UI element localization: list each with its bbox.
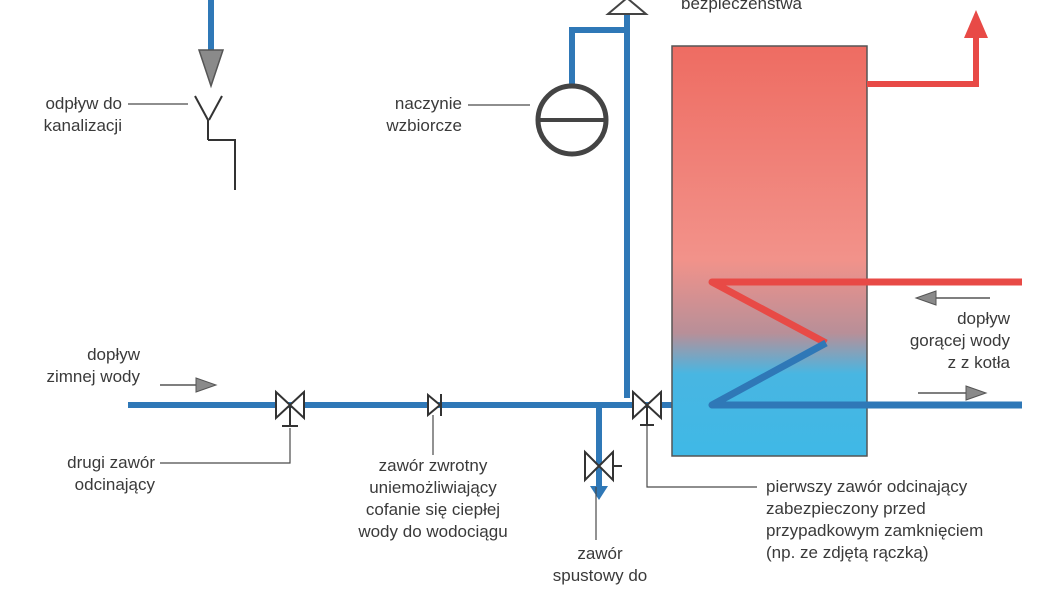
first-shutoff-label: pierwszy zawór odcinający zabezpieczony … [766,477,984,562]
safety-valve-icon [605,0,649,15]
arrow-left-icon [914,290,990,306]
heating-coil [708,278,1022,409]
second-shutoff-label: drugi zawór odcinający [67,453,155,494]
drain-outlet-icon [590,486,608,500]
drain-sewer-label: odpływ do kanalizacji [43,94,122,135]
leader-first-shutoff [646,426,757,488]
expansion-vessel-label: naczynie wzbiorcze [386,94,462,135]
arrow-down-icon [197,49,225,89]
first-shutoff-valve-icon [632,389,662,426]
cold-water-inlet-label: dopływ zimnej wody [46,345,140,386]
safety-riser-pipe [569,0,649,398]
hot-water-tank [671,45,868,457]
second-shutoff-valve-icon [275,389,305,427]
safety-valve-label: bezpieczeństwa [681,0,802,13]
hot-water-outlet-pipe [867,10,988,87]
check-valve-label: zawór zwrotny uniemożliwiający cofanie s… [358,456,508,541]
expansion-vessel-icon [535,83,609,157]
drain-valve-icon [584,449,622,483]
arrow-right-icon [918,385,988,401]
top-left-pipe [197,0,225,89]
cold-water-pipe [128,402,676,408]
arrow-up-icon [964,10,988,38]
leader-second-shutoff [160,428,291,464]
arrow-right-icon [160,377,218,393]
check-valve-icon [427,392,442,418]
hot-water-inlet-label: dopływ gorącej wody z z kotła [909,309,1010,372]
drain-funnel-icon [194,95,236,190]
drain-branch-pipe [596,402,602,488]
drain-valve-label: zawór spustowy do [552,544,648,585]
